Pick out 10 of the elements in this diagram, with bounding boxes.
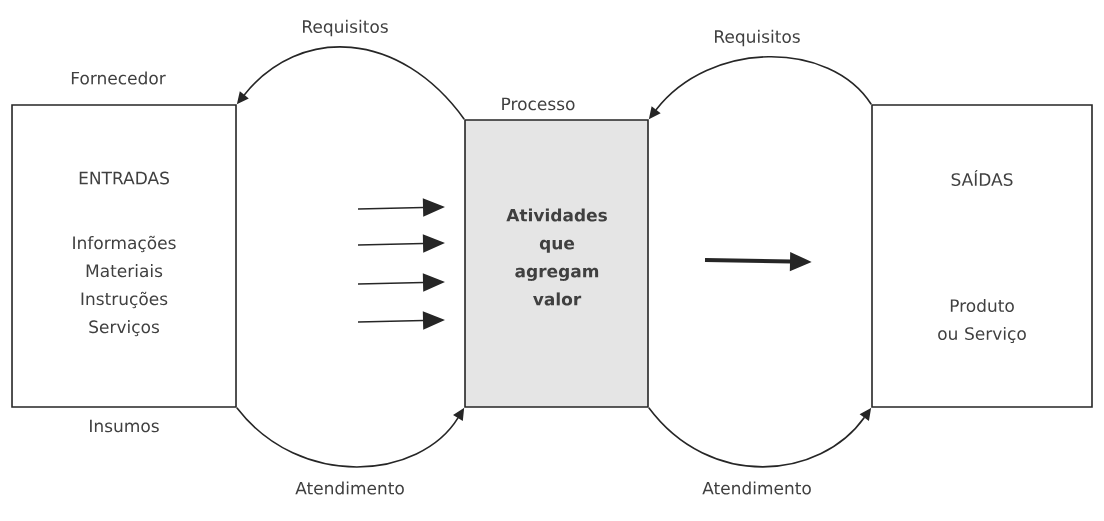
node-label: Fornecedor xyxy=(71,71,166,85)
process-box: Processo Atividades que agregam valor xyxy=(464,97,649,408)
node-label: Insumos xyxy=(90,419,159,433)
edge-label: Requisitos xyxy=(712,28,802,48)
node-label: Processo xyxy=(502,97,575,111)
edge-label: Atendimento xyxy=(294,480,406,496)
edge-label: Atendimento xyxy=(701,480,813,496)
input-box: Fornecedor ENTRADAS Informações Materiais Instruções Serviços Insumos xyxy=(11,71,237,433)
edge-label: Requisitos xyxy=(300,18,390,38)
output-box: SAÍDAS Produto ou Serviço xyxy=(871,104,1093,408)
